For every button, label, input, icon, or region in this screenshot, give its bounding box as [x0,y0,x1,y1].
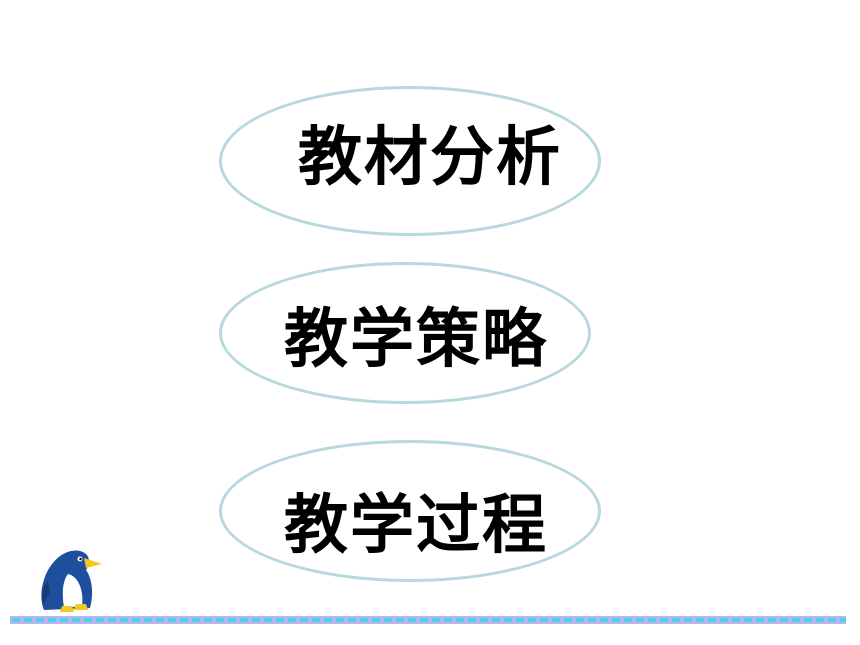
penguin-icon [41,550,102,612]
menu-oval-strategy[interactable] [219,262,591,404]
menu-oval-process[interactable] [219,440,601,582]
menu-label-strategy: 教学策略 [284,303,548,377]
menu-oval-analysis[interactable] [219,86,601,236]
menu-label-analysis: 教材分析 [298,121,562,195]
bottom-divider [10,616,846,624]
menu-label-process: 教学过程 [284,489,548,563]
